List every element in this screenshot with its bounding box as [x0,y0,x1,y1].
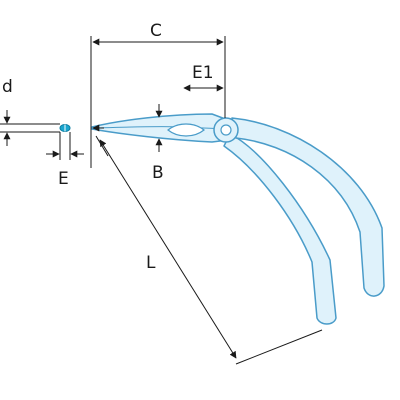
l-dimension-line [99,139,237,359]
label-d: d [2,77,13,97]
label-b: B [152,163,164,183]
pliers-tool [59,113,385,325]
pliers-jaw-opening [167,123,205,137]
pliers-pivot-inner [220,124,232,136]
label-e1: E1 [192,63,214,83]
dimension-lines [0,36,323,365]
l-extension-top [95,135,109,157]
label-e: E [58,169,69,189]
label-l: L [146,253,156,273]
l-extension-bottom [235,329,323,365]
pliers-handle-upper [231,117,385,297]
label-c: C [150,21,162,41]
